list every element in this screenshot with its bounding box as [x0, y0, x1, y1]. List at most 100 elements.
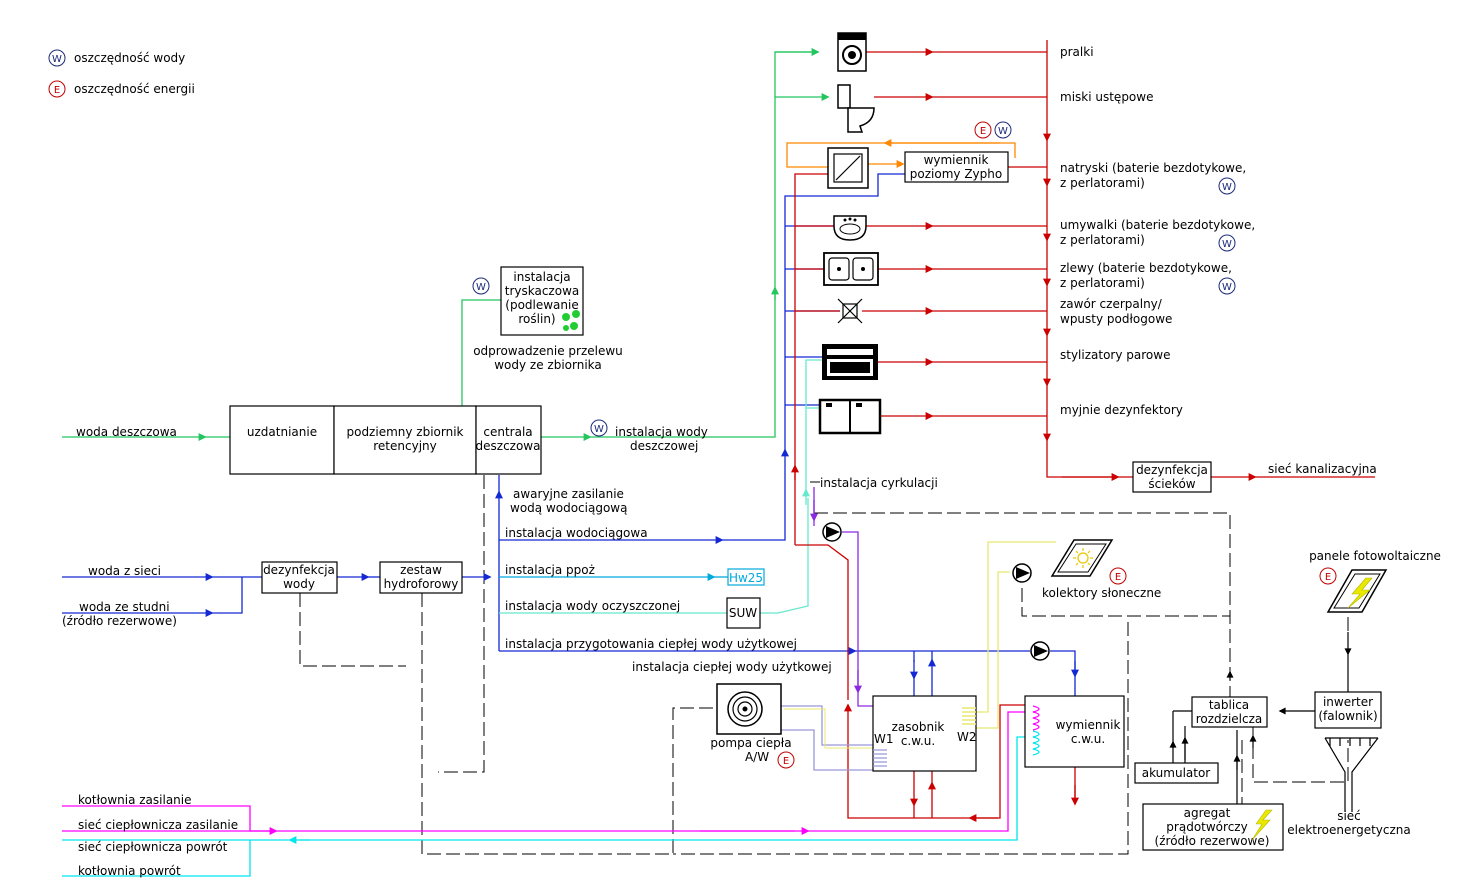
- mains-inst-label: instalacja wodociągowa: [505, 526, 648, 540]
- heat-pump-energy-badge: E: [777, 751, 795, 769]
- svg-text:inwerter: inwerter: [1323, 695, 1373, 709]
- consumer-label: zawór czerpalny/: [1060, 297, 1163, 311]
- washbasin-icon: [833, 215, 867, 241]
- washbasin-water-badge: W: [1218, 234, 1236, 252]
- svg-text:wody: wody: [283, 577, 315, 591]
- consumer-label: z perlatorami): [1060, 233, 1145, 247]
- lightning-icon: [1347, 577, 1373, 609]
- consumer-labels: pralki miski ustępowe natryski (baterie …: [1060, 45, 1255, 417]
- heat-pump-icon: [716, 683, 782, 735]
- svg-text:prądotwórczy: prądotwórczy: [1166, 820, 1247, 834]
- zypho-energy-badge: E: [974, 121, 992, 139]
- svg-text:wymiennik: wymiennik: [924, 153, 989, 167]
- heating-line-3: kotłownia powrót: [78, 864, 181, 878]
- shower-water-badge: W: [1218, 177, 1236, 195]
- sink-water-badge: W: [1218, 277, 1236, 295]
- consumer-label: z perlatorami): [1060, 276, 1145, 290]
- svg-text:tablica: tablica: [1209, 698, 1249, 712]
- legend-water-saving: oszczędność wody: [74, 51, 185, 65]
- hydrophore-box: zestaw hydroforowy: [379, 561, 463, 594]
- disinfection-box: dezynfekcja wody: [261, 561, 338, 594]
- svg-text:E: E: [1325, 572, 1331, 583]
- overflow-label-2: wody ze zbiornika: [494, 358, 602, 372]
- energy-saving-badge: E: [48, 80, 66, 98]
- circulation-label: instalacja cyrkulacji: [820, 476, 938, 490]
- svg-text:rozdzielcza: rozdzielcza: [1196, 712, 1263, 726]
- consumer-label: z perlatorami): [1060, 176, 1145, 190]
- svg-text:W: W: [1222, 239, 1232, 250]
- pv-energy-badge: E: [1319, 567, 1337, 585]
- svg-text:zestaw: zestaw: [400, 563, 442, 577]
- svg-text:centrala: centrala: [483, 425, 532, 439]
- pump-icon: [1012, 563, 1032, 583]
- shower-tray-icon: [827, 147, 869, 189]
- pv-label: panele fotowoltaiczne: [1309, 549, 1441, 563]
- svg-text:(podlewanie: (podlewanie: [505, 298, 578, 312]
- grid-label-1: sieć: [1337, 809, 1361, 823]
- svg-text:c.w.u.: c.w.u.: [901, 734, 935, 748]
- consumer-label: zlewy (baterie bezdotykowe,: [1060, 261, 1232, 275]
- waste-disinfection-box: dezynfekcja ścieków: [1132, 461, 1212, 493]
- heat-pump-line-yellow: [784, 708, 876, 749]
- battery-box: akumulator: [1134, 762, 1219, 784]
- rainwater-lines: [62, 48, 830, 441]
- toilet-icon: [837, 84, 875, 133]
- heat-pump-label-1: pompa ciepła: [710, 736, 791, 750]
- legend-energy-saving: oszczędność energii: [74, 82, 195, 96]
- svg-text:W: W: [1222, 182, 1232, 193]
- svg-text:akumulator: akumulator: [1142, 766, 1211, 780]
- svg-text:Hw25: Hw25: [729, 571, 763, 585]
- fire-inst-label: instalacja ppoż: [505, 563, 595, 577]
- pump-icon: [1030, 641, 1050, 661]
- svg-text:(falownik): (falownik): [1318, 709, 1377, 723]
- svg-text:SUW: SUW: [729, 606, 757, 620]
- consumer-label: wpusty podłogowe: [1060, 312, 1172, 326]
- pump-icon: [822, 522, 842, 542]
- svg-text:c.w.u.: c.w.u.: [1071, 732, 1105, 746]
- mains-water-lines: [62, 173, 1079, 696]
- heating-lines: [62, 711, 1025, 877]
- purified-inst-label: instalacja wody oczyszczonej: [505, 599, 680, 613]
- dhw-inst-label: instalacja ciepłej wody użytkowej: [632, 660, 832, 674]
- svg-text:podziemny zbiornik: podziemny zbiornik: [346, 425, 463, 439]
- svg-text:wymiennik: wymiennik: [1056, 718, 1121, 732]
- consumer-label: umywalki (baterie bezdotykowe,: [1060, 218, 1255, 232]
- solar-lines: [976, 541, 1056, 729]
- rainwater-inst-badge: W: [590, 419, 608, 437]
- draw-off-valve-icon: [837, 298, 863, 324]
- svg-text:hydroforowy: hydroforowy: [384, 577, 459, 591]
- svg-text:E: E: [980, 126, 986, 137]
- consumer-label: natryski (baterie bezdotykowe,: [1060, 161, 1246, 175]
- svg-text:retencyjny: retencyjny: [373, 439, 437, 453]
- heat-pump-label-2: A/W: [745, 750, 769, 764]
- svg-text:dezynfekcja: dezynfekcja: [263, 563, 335, 577]
- retention-tank-box: podziemny zbiornik retencyjny: [333, 405, 477, 475]
- consumer-label: pralki: [1060, 45, 1094, 59]
- washer-disinfector-icon: [818, 398, 882, 435]
- rainwater-source-label: woda deszczowa: [76, 425, 177, 439]
- inverter-box: inwerter (falownik): [1314, 691, 1382, 729]
- svg-text:W1: W1: [874, 732, 894, 746]
- solar-energy-badge: E: [1109, 567, 1127, 585]
- consumer-label: myjnie dezynfektory: [1060, 403, 1183, 417]
- lightning-icon: [1251, 809, 1273, 841]
- svg-text:zasobnik: zasobnik: [892, 720, 945, 734]
- pv-panel-icon: [1326, 569, 1388, 613]
- legend: W oszczędność wody E oszczędność energii: [48, 49, 195, 98]
- rainwater-inst-label-1: instalacja wody: [615, 425, 708, 439]
- emergency-label-1: awaryjne zasilanie: [513, 487, 624, 501]
- sewer-label: sieć kanalizacyjna: [1268, 462, 1377, 476]
- dhw-exchanger-box: wymiennik c.w.u.: [1024, 695, 1125, 768]
- switchboard-box: tablica rozdzielcza: [1191, 696, 1268, 728]
- consumer-label: stylizatory parowe: [1060, 348, 1170, 362]
- washing-machine-icon: [837, 32, 867, 72]
- heating-line-2: sieć ciepłownicza powrót: [78, 840, 228, 854]
- svg-text:E: E: [1115, 572, 1121, 583]
- overflow-label-1: odprowadzenie przelewu: [473, 344, 623, 358]
- hot-water-lines: [791, 40, 1375, 822]
- generator-box: agregat prądotwórczy (źródło rezerwowe): [1142, 803, 1284, 851]
- dhw-prep-label: instalacja przygotowania ciepłej wody uż…: [505, 637, 797, 651]
- heat-pump-lines: [781, 705, 873, 771]
- svg-text:W: W: [1222, 282, 1232, 293]
- solar-label: kolektory słoneczne: [1042, 586, 1161, 600]
